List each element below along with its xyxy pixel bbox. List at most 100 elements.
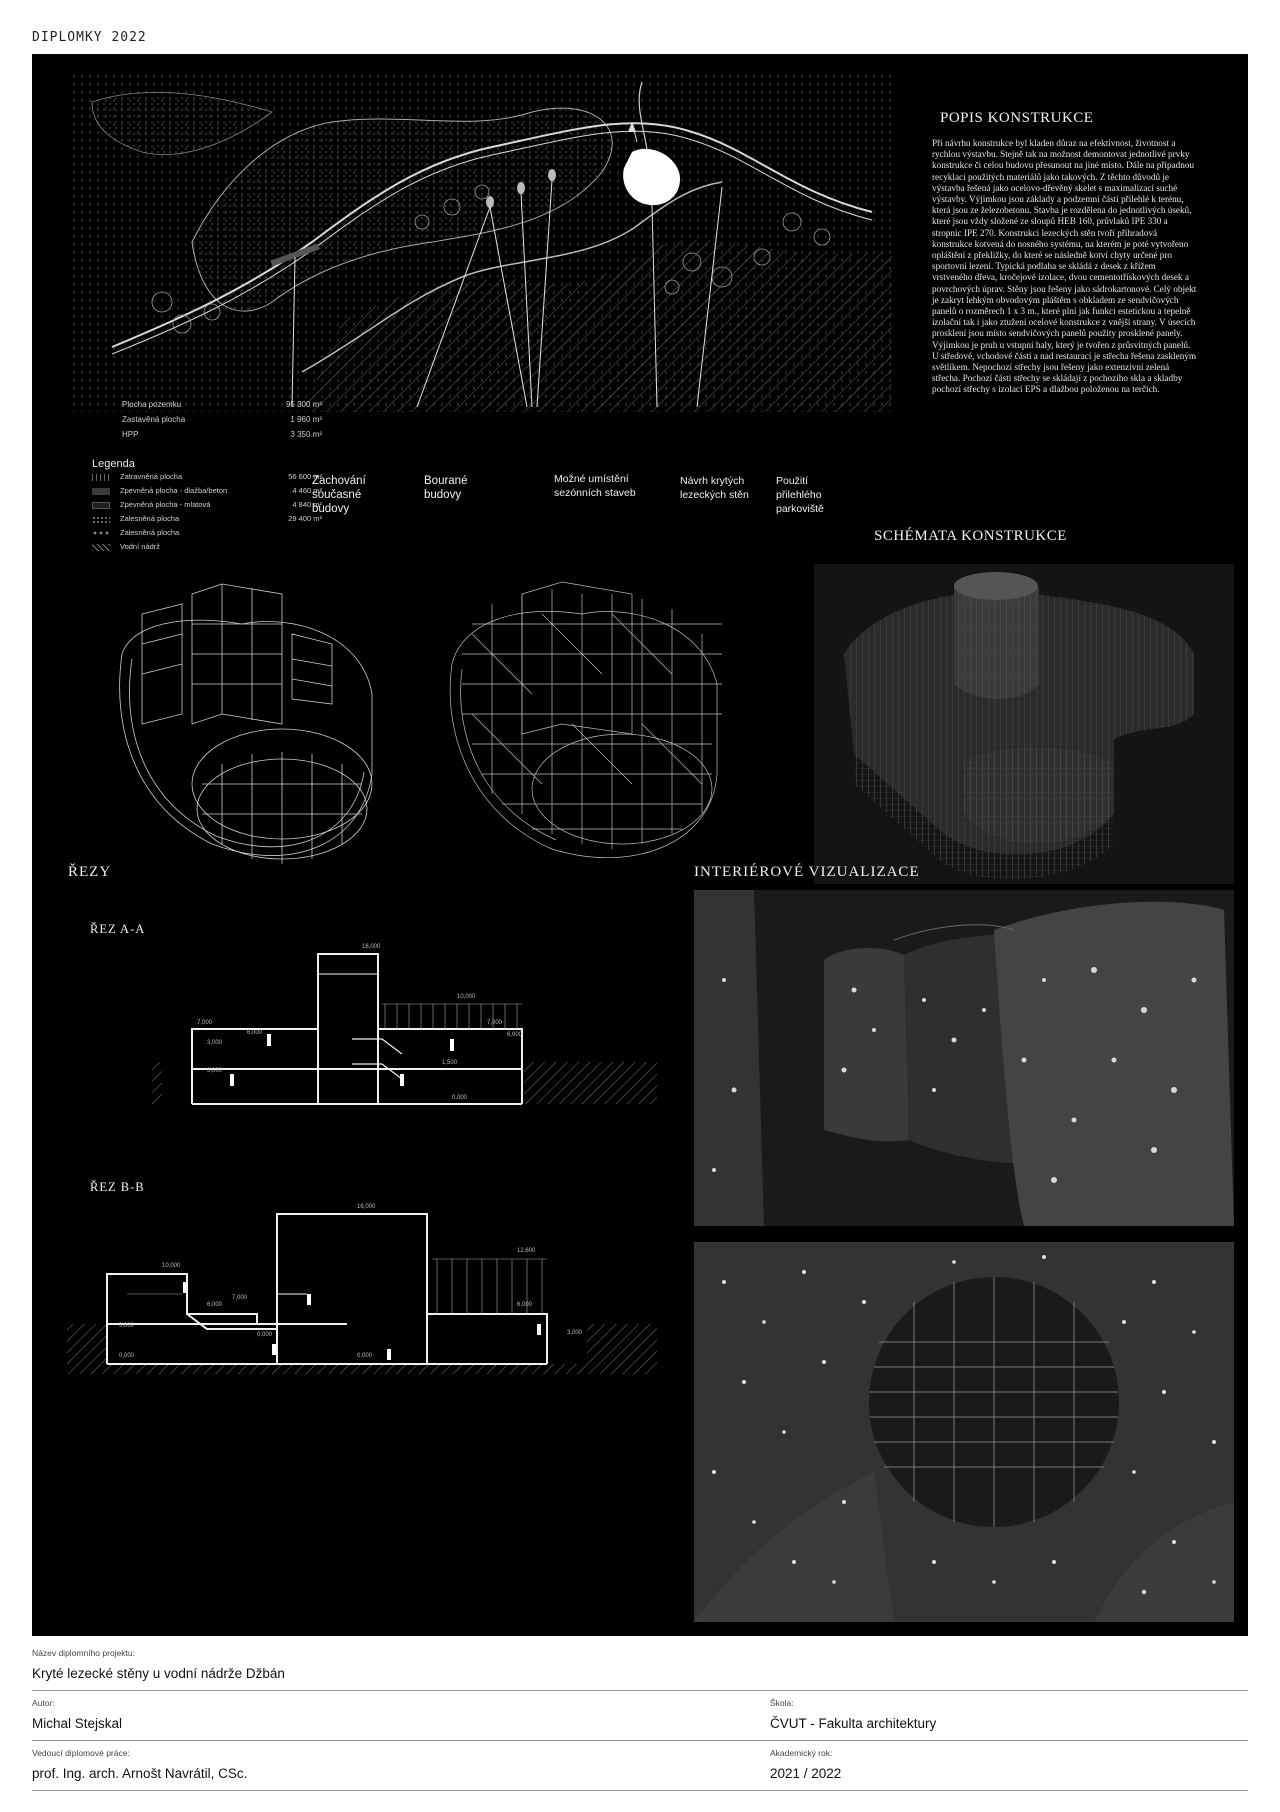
section-a-drawing: 16,000 10,000 7,000 6,000 7,000 6,000 3,… <box>152 944 657 1110</box>
legend-value: 4 840 m² <box>292 500 322 509</box>
callout-line: současné <box>312 489 362 501</box>
project-value: Kryté lezecké stěny u vodní nádrže Džbán <box>32 1666 285 1681</box>
supervisor-label: Vedoucí diplomové práce: <box>32 1748 130 1758</box>
level-label: 3,000 <box>207 1068 223 1074</box>
stat-row: Plocha pozemku 95 300 m² <box>122 400 322 409</box>
callout-line: lezeckých stěn <box>680 489 749 501</box>
stat-label: HPP <box>122 430 139 439</box>
interior-visualization-1-drawing <box>694 890 1234 1226</box>
stat-value: 95 300 m² <box>285 400 322 409</box>
interior-visualization-1 <box>694 890 1234 1226</box>
stat-label: Plocha pozemku <box>122 400 182 409</box>
level-label: 3,000 <box>567 1330 583 1336</box>
callout-line: parkoviště <box>776 503 824 515</box>
level-label: 0,000 <box>119 1353 135 1359</box>
legend-swatch <box>92 502 110 509</box>
callout-line: Návrh krytých <box>680 475 745 487</box>
supervisor-value: prof. Ing. arch. Arnošt Navrátil, CSc. <box>32 1766 248 1781</box>
level-label: 6,000 <box>247 1030 263 1036</box>
legend-value: 4 460 m² <box>292 486 322 495</box>
callout-seasonal-buildings: Možné umístění sezónních staveb <box>554 472 636 500</box>
legend-label: Zpevněná plocha - mlatová <box>120 500 211 509</box>
level-label: 6,000 <box>207 1302 223 1308</box>
stat-row: HPP 3 350 m² <box>122 430 322 439</box>
legend-value: 56 600 m² <box>288 472 322 481</box>
stat-value: 3 350 m² <box>290 430 322 439</box>
section-a-title: ŘEZ A-A <box>90 922 146 936</box>
legend-row: Zpevněná plocha - mlatová 4 840 m² <box>92 500 322 512</box>
poster-board: Plocha pozemku 95 300 m² Zastavěná ploch… <box>32 54 1248 1636</box>
interiors-title: INTERIÉROVÉ VIZUALIZACE <box>694 864 920 880</box>
callout-line: přilehlého <box>776 489 822 501</box>
legend-row: Zalesněná plocha <box>92 528 322 540</box>
school-value: ČVUT - Fakulta architektury <box>770 1716 937 1731</box>
legend-swatch <box>92 516 110 523</box>
legend-label: Zalesněná plocha <box>120 514 180 523</box>
callout-line: sezónních staveb <box>554 487 636 499</box>
callout-demolished-buildings: Bourané budovy <box>424 474 467 502</box>
level-label: 0,000 <box>257 1332 273 1338</box>
callout-parking: Použití přilehlého parkoviště <box>776 474 824 516</box>
legend-value: 29 400 m² <box>288 514 322 523</box>
year-value: 2021 / 2022 <box>770 1766 842 1781</box>
callout-line: budovy <box>312 503 350 515</box>
level-label: 10,000 <box>162 1263 181 1269</box>
level-label: 16,000 <box>357 1204 376 1210</box>
legend-row: Zpevněná plocha - dlažba/beton 4 460 m² <box>92 486 322 498</box>
legend-swatch <box>92 530 110 537</box>
section-b-drawing: 16,000 12,600 10,000 7,000 6,000 6,000 3… <box>67 1204 657 1374</box>
legend-row: Vodní nádrž <box>92 542 322 554</box>
legend-label: Zatravněná plocha <box>120 472 183 481</box>
legend-label: Vodní nádrž <box>120 542 161 551</box>
legend-row: Zatravněná plocha 56 600 m² <box>92 472 322 484</box>
level-label: 12,600 <box>517 1248 536 1254</box>
level-label: 3,000 <box>207 1040 223 1046</box>
level-label: 7,000 <box>197 1020 213 1026</box>
level-label: 7,000 <box>487 1020 503 1026</box>
interior-visualization-2 <box>694 1242 1234 1622</box>
section-b-title: ŘEZ B-B <box>90 1180 145 1194</box>
stat-value: 1 960 m² <box>290 415 322 424</box>
school-label: Škola: <box>770 1698 794 1708</box>
interior-visualization-2-drawing <box>694 1242 1234 1622</box>
callout-line: Použití <box>776 475 809 487</box>
level-label: 16,000 <box>362 944 381 950</box>
sections-title: ŘEZY <box>68 864 112 880</box>
year-label: Akademický rok: <box>770 1748 833 1758</box>
project-label: Název diplomního projektu: <box>32 1648 136 1658</box>
callout-climbing-walls: Návrh krytých lezeckých stěn <box>680 474 749 502</box>
legend-row: Zalesněná plocha 29 400 m² <box>92 514 322 526</box>
legend-swatch <box>92 488 110 495</box>
author-label: Autor: <box>32 1698 55 1708</box>
footer-divider <box>32 1740 1248 1741</box>
schemata-title: SCHÉMATA KONSTRUKCE <box>874 528 1067 544</box>
footer-divider <box>32 1690 1248 1691</box>
site-plan-drawing <box>72 72 892 412</box>
level-label: 6,000 <box>507 1032 523 1038</box>
structure-schema-1 <box>119 583 373 864</box>
callout-existing-building: Zachování současné budovy <box>312 474 366 516</box>
author-value: Michal Stejskal <box>32 1716 123 1731</box>
level-label: 3,000 <box>119 1323 135 1329</box>
structure-schema-2 <box>449 581 722 859</box>
description-text: Při návrhu konstrukce byl kladen důraz n… <box>932 138 1197 395</box>
callout-line: Možné umístění <box>554 473 629 485</box>
level-label: 10,000 <box>457 994 476 1000</box>
legend-label: Zpevněná plocha - dlažba/beton <box>120 486 228 495</box>
level-label: 6,000 <box>517 1302 533 1308</box>
legend-title: Legenda <box>92 458 135 470</box>
callout-line: budovy <box>424 489 462 501</box>
legend-label: Zalesněná plocha <box>120 528 180 537</box>
structure-render-drawing <box>814 564 1234 884</box>
poster-series-label: DIPLOMKY 2022 <box>32 30 147 45</box>
stat-row: Zastavěná plocha 1 960 m² <box>122 415 322 424</box>
level-label: 0,000 <box>452 1095 468 1101</box>
legend-swatch <box>92 544 110 551</box>
legend-swatch <box>92 474 110 481</box>
stat-label: Zastavěná plocha <box>122 415 186 424</box>
level-label: 1,500 <box>442 1060 458 1066</box>
structure-render-3d <box>814 564 1234 884</box>
footer-divider <box>32 1790 1248 1791</box>
description-title: POPIS KONSTRUKCE <box>940 110 1094 126</box>
level-label: 7,000 <box>232 1295 248 1301</box>
